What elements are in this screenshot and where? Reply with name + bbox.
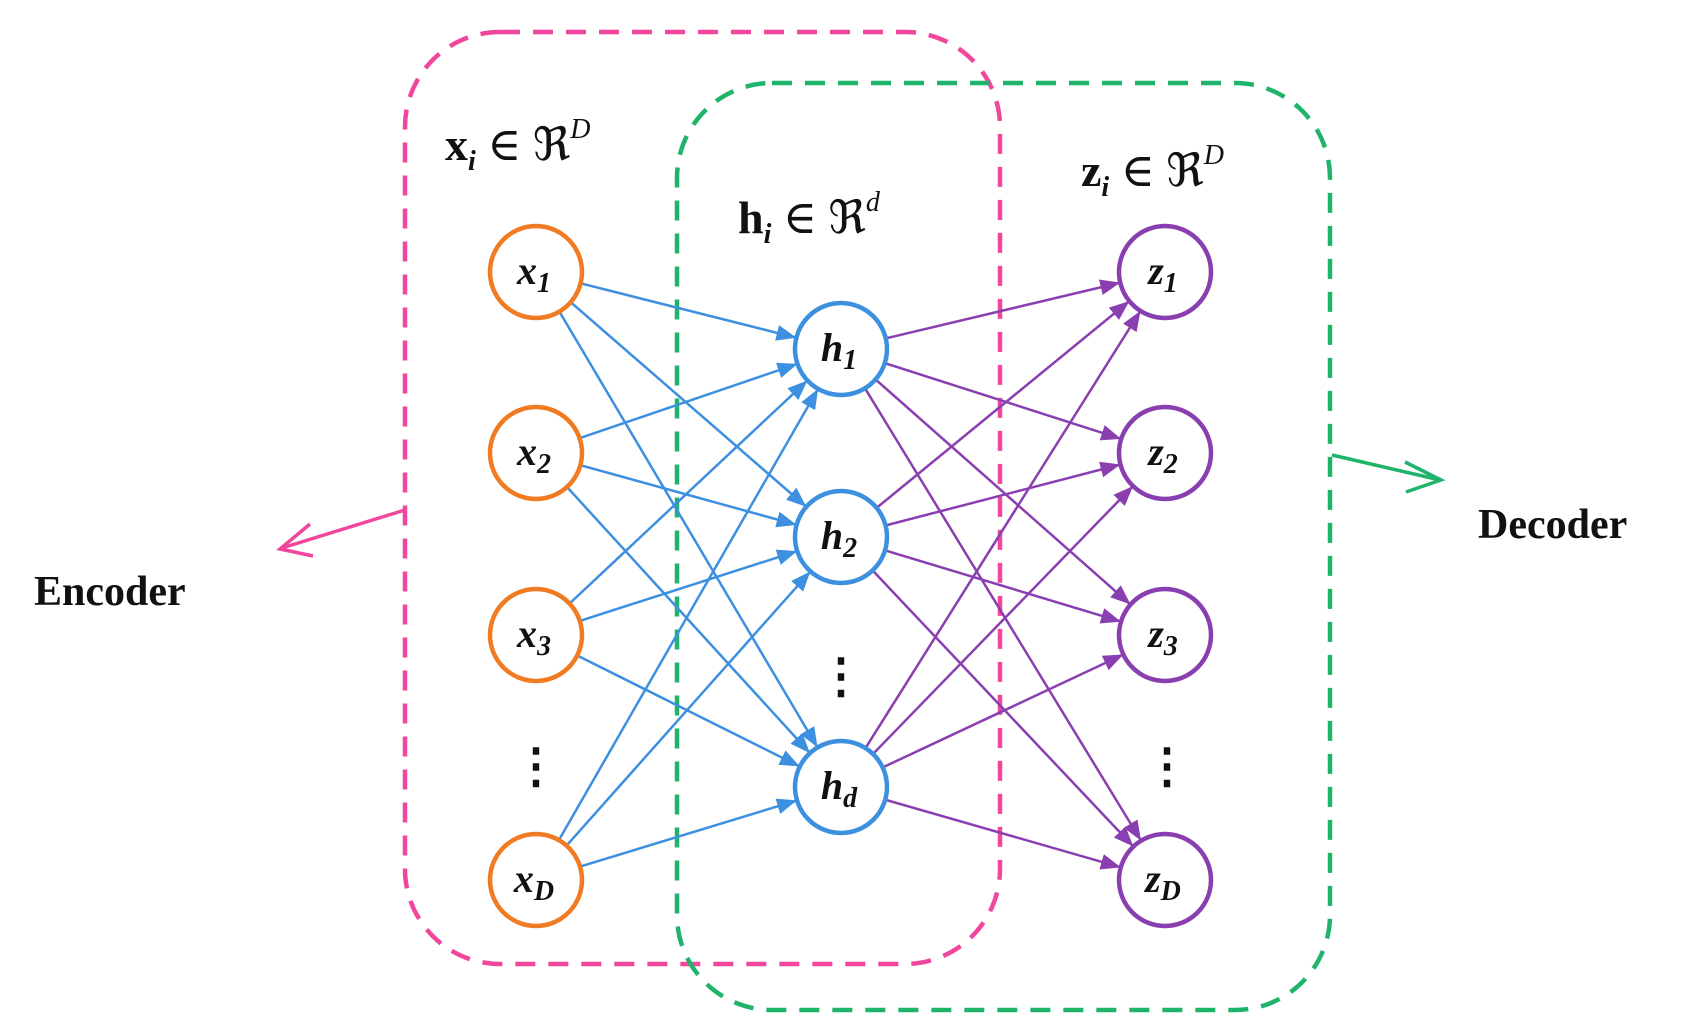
encoder-edge <box>568 380 808 605</box>
decoder-label: Decoder <box>1478 502 1627 548</box>
decoder-connections <box>863 279 1142 870</box>
decoder-edge <box>875 301 1130 509</box>
set-label-vector: z <box>1081 145 1101 196</box>
set-label-dim: D <box>569 114 590 145</box>
node-label-base: x <box>516 248 537 293</box>
output-node-z2: z2 <box>1116 404 1214 502</box>
node-label-sub: 1 <box>1164 268 1178 299</box>
svg-text:zD: zD <box>1143 856 1181 907</box>
output-ellipsis: ⋮ <box>1143 740 1191 793</box>
node-label-base: z <box>1146 611 1164 656</box>
set-label-relation: ∈ ℜ <box>771 192 866 243</box>
encoder-edge <box>565 571 811 847</box>
svg-text:hd: hd <box>821 763 858 814</box>
encoder-edge <box>558 310 818 748</box>
svg-text:z2: z2 <box>1146 429 1178 480</box>
decoder-pointer <box>1331 453 1446 494</box>
decoder-edge <box>884 361 1122 441</box>
encoder-edge <box>579 549 798 623</box>
hidden-node-h1: h1 <box>792 300 890 398</box>
svg-text:x1: x1 <box>516 248 551 299</box>
set-label-dim: d <box>866 187 881 218</box>
output-node-zD: zD <box>1116 831 1214 929</box>
encoder-region <box>402 29 1003 967</box>
node-label-base: z <box>1143 856 1161 901</box>
set-label-vector: x <box>445 119 468 170</box>
set-label-dim: D <box>1203 140 1224 171</box>
encoder-edge <box>557 388 819 841</box>
encoder-edge <box>579 798 798 868</box>
node-label-sub: 2 <box>842 533 857 564</box>
svg-text:xD: xD <box>513 856 554 907</box>
encoder-edge <box>580 282 797 341</box>
output-node-z1: z1 <box>1116 223 1214 321</box>
hidden-node-h2: h2 <box>792 488 890 586</box>
input-layer: x1 x2 x3 ⋮ xD <box>487 223 585 929</box>
hidden-layer: h1 h2 ⋮ hd <box>792 300 890 836</box>
input-ellipsis: ⋮ <box>512 740 560 793</box>
input-node-x3: x3 <box>487 586 585 684</box>
output-set-label: zi ∈ ℜD <box>1081 140 1224 203</box>
set-label-sub: i <box>468 146 476 177</box>
output-node-z3: z3 <box>1116 586 1214 684</box>
node-label-sub: 3 <box>1163 631 1178 662</box>
encoder-label: Encoder <box>34 569 186 615</box>
svg-text:x3: x3 <box>516 611 551 662</box>
hidden-node-hd: hd <box>792 738 890 836</box>
decoder-edge <box>864 310 1141 749</box>
node-label-sub: 2 <box>1163 449 1178 480</box>
decoder-edge <box>885 279 1121 340</box>
decoder-edge <box>885 461 1121 527</box>
svg-text:z1: z1 <box>1146 248 1178 299</box>
node-label-sub: 1 <box>843 345 857 376</box>
encoder-edge <box>566 486 810 754</box>
svg-text:z3: z3 <box>1146 611 1178 662</box>
set-label-sub: i <box>764 219 772 250</box>
set-label-relation: ∈ ℜ <box>1109 145 1204 196</box>
encoder-edge <box>569 301 807 507</box>
node-label-sub: 1 <box>537 268 551 299</box>
node-label-sub: D <box>1160 876 1181 907</box>
decoder-edge <box>863 387 1142 841</box>
decoder-edge <box>874 378 1131 605</box>
svg-text:h2: h2 <box>821 513 857 564</box>
node-label-base: x <box>513 856 534 901</box>
node-label-sub: 3 <box>536 631 551 662</box>
hidden-ellipsis: ⋮ <box>817 650 865 703</box>
input-node-xD: xD <box>487 831 585 929</box>
node-label-sub: 2 <box>536 449 551 480</box>
svg-text:x2: x2 <box>516 429 551 480</box>
decoder-region <box>674 80 1333 1013</box>
set-label-sub: i <box>1101 172 1109 203</box>
input-node-x1: x1 <box>487 223 585 321</box>
hidden-set-label: hi ∈ ℜd <box>738 187 881 250</box>
encoder-pointer <box>276 508 406 558</box>
encoder-connections <box>557 282 819 868</box>
node-label-base: h <box>821 513 843 558</box>
output-layer: z1 z2 z3 ⋮ zD <box>1116 223 1214 929</box>
node-label-sub: d <box>843 783 858 814</box>
decoder-edge <box>871 569 1134 847</box>
input-set-label: xi ∈ ℜD <box>445 114 591 177</box>
encoder-edge <box>579 463 797 528</box>
decoder-edge <box>884 798 1121 870</box>
node-label-base: h <box>821 325 843 370</box>
decoder-edge <box>882 654 1124 769</box>
set-label-relation: ∈ ℜ <box>476 119 571 170</box>
node-label-base: z <box>1146 429 1164 474</box>
svg-text:h1: h1 <box>821 325 857 376</box>
decoder-edge <box>884 549 1122 624</box>
set-label-vector: h <box>738 192 764 243</box>
node-label-base: x <box>516 429 537 474</box>
node-label-base: z <box>1146 248 1164 293</box>
input-node-x2: x2 <box>487 404 585 502</box>
node-label-base: x <box>516 611 537 656</box>
node-label-sub: D <box>533 876 554 907</box>
encoder-edge <box>579 362 798 440</box>
node-label-base: h <box>821 763 843 808</box>
decoder-edge <box>872 486 1133 755</box>
